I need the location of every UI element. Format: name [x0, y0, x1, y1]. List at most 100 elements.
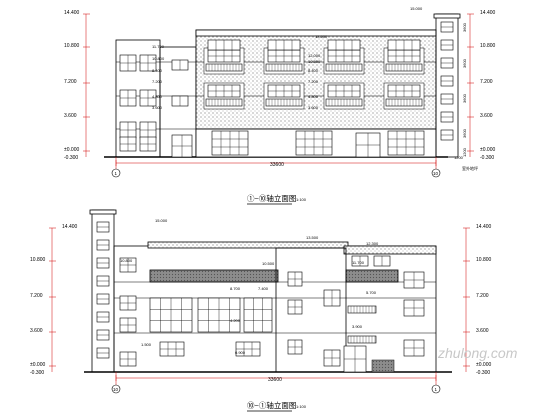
elevation-mark: 0.900: [235, 350, 246, 355]
level-label: 7.200: [30, 293, 43, 299]
elevation-mark: 12.300: [366, 241, 379, 246]
elevation-mark: 8.400: [152, 68, 163, 73]
top-right-segment-labels: 3600 3600 3600 3600 1200: [462, 22, 467, 157]
top-axis-bubble-start: 1: [111, 168, 121, 178]
bottom-elevation-scale: 1:100: [296, 404, 307, 409]
level-label: ±0.000: [480, 147, 495, 153]
elevation-mark: 10.800: [308, 59, 321, 64]
level-label: 3.600: [476, 328, 489, 334]
level-label: 14.400: [476, 224, 492, 230]
bottom-right-level-labels: 14.400 10.800 7.200 3.600 ±0.000 -0.300: [476, 224, 492, 376]
bottom-elevation-title: ⑩~①轴立面图: [247, 400, 296, 410]
entrance-canopy: [371, 359, 395, 373]
top-inline-marks: 13.500 11.700 10.800 8.400 7.200 4.800 3…: [152, 6, 464, 160]
top-ground-note: 室外地坪: [462, 165, 478, 171]
watermark: zhulong.com: [437, 345, 518, 361]
elevation-mark: 4.200: [230, 318, 241, 323]
level-label: 10.800: [30, 257, 46, 263]
level-label: 10.800: [480, 43, 496, 49]
top-axis-bubble-end: 10: [431, 168, 441, 178]
level-label: ±0.000: [476, 362, 491, 368]
level-label: 10.800: [476, 257, 492, 263]
bottom-inline-marks: 15.000 13.500 12.300 11.700 10.500 10.80…: [120, 218, 379, 355]
balcony-railing: [347, 335, 377, 344]
bottom-building-outline: [84, 209, 452, 373]
elevation-mark: 13.500: [315, 34, 328, 39]
top-left-level-labels: 14.400 10.800 7.200 3.600 ±0.000 -0.300: [64, 10, 80, 161]
axis-label: 10: [433, 171, 439, 176]
segment-label: 3600: [462, 58, 467, 68]
elevation-mark: 15.000: [155, 218, 168, 223]
bottom-dimension-lines: [49, 227, 470, 385]
elevation-mark: 8.700: [230, 286, 241, 291]
elevation-mark: 7.200: [152, 79, 163, 84]
right-parapet: [343, 245, 437, 255]
elevation-mark: 4.800: [152, 94, 163, 99]
elevation-mark: 3.600: [152, 105, 163, 110]
elevation-mark: 10.800: [120, 258, 133, 263]
segment-label: 3600: [462, 93, 467, 103]
roof-parapet: [147, 241, 349, 249]
level-label: 7.200: [64, 79, 77, 85]
axis-label: 1: [115, 171, 118, 176]
level-label: 10.800: [64, 43, 80, 49]
grey-band: [149, 269, 279, 283]
level-label: ±0.000: [64, 147, 79, 153]
balcony-railing: [347, 305, 377, 314]
segment-label: 3600: [462, 22, 467, 32]
top-right-level-labels: 14.400 10.800 7.200 3.600 ±0.000 -0.300: [480, 10, 496, 161]
level-label: 7.200: [480, 79, 493, 85]
grey-band: [345, 269, 399, 283]
top-title-block: ①~⑩轴立面图 1:100: [247, 193, 307, 205]
axis-label: 1: [435, 387, 438, 392]
tower-cap: [89, 209, 117, 215]
level-label: 14.400: [64, 10, 80, 16]
segment-label: 1200: [462, 147, 467, 157]
elevation-mark: 4.800: [308, 94, 319, 99]
axis-label: 10: [113, 387, 119, 392]
level-label: ±0.000: [30, 362, 45, 368]
level-label: -0.300: [480, 155, 494, 161]
top-total-dimension: 33600: [270, 162, 284, 168]
top-dimension-lines: [83, 13, 474, 169]
window: [243, 297, 273, 333]
level-label: 14.400: [480, 10, 496, 16]
elevation-mark: 5.700: [366, 290, 377, 295]
level-label: 14.400: [62, 224, 78, 230]
elevation-mark: 7.200: [308, 79, 319, 84]
elevation-mark: 1200: [454, 155, 464, 160]
elevation-mark: 8.400: [308, 68, 319, 73]
elevation-mark: 15.000: [410, 6, 423, 11]
bottom-axis-bubble-start: 10: [111, 384, 121, 394]
level-label: 3.600: [480, 113, 493, 119]
top-elevation: 14.400 10.800 7.200 3.600 ±0.000 -0.300 …: [64, 6, 496, 205]
bottom-axis-bubble-end: 1: [431, 384, 441, 394]
elevation-mark: 10.800: [152, 56, 165, 61]
bottom-left-level-labels: 14.400 10.800 7.200 3.600 ±0.000 -0.300: [30, 224, 78, 376]
level-label: 3.600: [64, 113, 77, 119]
level-label: -0.300: [30, 370, 44, 376]
level-label: 7.200: [476, 293, 489, 299]
segment-label: 3600: [462, 128, 467, 138]
elevation-mark: 12.000: [308, 53, 321, 58]
bottom-title-block: ⑩~①轴立面图 1:100: [247, 400, 307, 412]
stair-bulkhead: [275, 247, 347, 373]
bottom-total-dimension: 33600: [268, 377, 282, 383]
level-label: 3.600: [30, 328, 43, 334]
elevation-mark: 10.500: [262, 261, 275, 266]
elevation-mark: 3.600: [308, 105, 319, 110]
elevation-mark: 11.700: [352, 260, 365, 265]
elevation-mark: 3.900: [352, 324, 363, 329]
top-windows: [119, 21, 454, 158]
level-label: -0.300: [476, 370, 490, 376]
level-label: -0.300: [64, 155, 78, 161]
top-elevation-title: ①~⑩轴立面图: [247, 193, 296, 203]
elevation-mark: 1.500: [141, 342, 152, 347]
elevation-mark: 7.400: [258, 286, 269, 291]
top-elevation-scale: 1:100: [296, 197, 307, 202]
bottom-elevation: 14.400 10.800 7.200 3.600 ±0.000 -0.300 …: [30, 209, 492, 412]
elevation-mark: 13.500: [306, 235, 319, 240]
elevation-mark: 11.700: [152, 44, 165, 49]
bottom-windows: [96, 221, 425, 373]
